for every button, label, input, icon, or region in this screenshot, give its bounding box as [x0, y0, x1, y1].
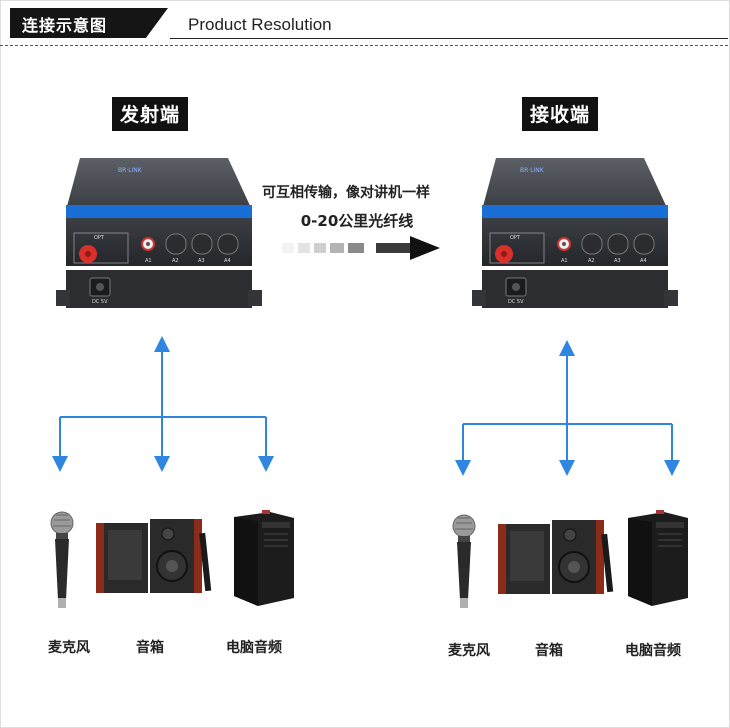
right-computer-audio-label: 电脑音频 — [625, 643, 681, 659]
svg-text:BR·LINK: BR·LINK — [118, 167, 143, 174]
header-tab — [10, 8, 168, 38]
left-computer-audio-label: 电脑音频 — [226, 640, 282, 656]
link-direction-arrow — [282, 236, 440, 260]
left-microphone-label: 麦克风 — [48, 640, 90, 656]
left-speakers-icon — [96, 519, 212, 593]
svg-text:A4: A4 — [640, 258, 647, 264]
link-description: 可互相传输，像对讲机一样 — [262, 185, 430, 201]
svg-text:DC 5V: DC 5V — [92, 299, 108, 305]
left-microphone-icon — [50, 511, 74, 608]
svg-text:BR·LINK: BR·LINK — [520, 167, 545, 174]
right-speakers-label: 音箱 — [535, 643, 563, 659]
right-microphone-icon — [452, 514, 476, 608]
svg-text:A3: A3 — [614, 258, 621, 264]
transmitter-device: BR·LINK OPT A1 A2 A3 A4 DC 5V — [56, 158, 262, 308]
right-speakers-icon — [498, 520, 614, 594]
left-speakers-label: 音箱 — [136, 640, 164, 656]
header-title: Product Resolution — [188, 15, 332, 34]
link-distance: 0-20公里光纤线 — [300, 212, 414, 230]
svg-text:A1: A1 — [145, 258, 152, 264]
svg-text:A2: A2 — [172, 258, 179, 264]
svg-text:A2: A2 — [588, 258, 595, 264]
svg-text:OPT: OPT — [510, 235, 521, 241]
left-computer-tower-icon — [234, 510, 294, 606]
right-connection-arrows — [455, 340, 680, 476]
svg-text:A3: A3 — [198, 258, 205, 264]
svg-text:A1: A1 — [561, 258, 568, 264]
transmitter-label: 发射端 — [112, 97, 189, 131]
right-computer-tower-icon — [628, 510, 688, 606]
svg-text:OPT: OPT — [94, 235, 105, 241]
receiver-device: BR·LINK OPT A1 A2 A3 A4 DC 5V — [472, 158, 678, 308]
header-tab-label: 连接示意图 — [22, 16, 108, 35]
right-microphone-label: 麦克风 — [448, 643, 490, 659]
receiver-label: 接收端 — [522, 97, 599, 131]
svg-text:DC 5V: DC 5V — [508, 299, 524, 305]
svg-text:A4: A4 — [224, 258, 231, 264]
header-underline — [170, 38, 728, 39]
left-connection-arrows — [52, 336, 274, 472]
header-dashed-divider — [0, 45, 728, 46]
